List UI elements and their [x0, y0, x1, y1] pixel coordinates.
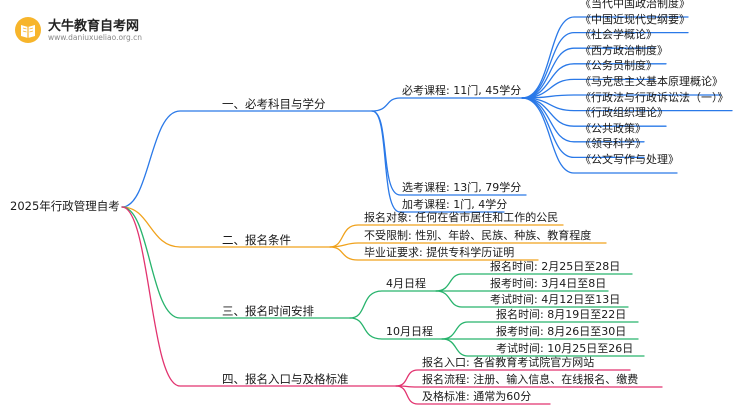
passing-standard: 及格标准: 通常为60分 — [422, 390, 532, 403]
connector-course-10 — [521, 97, 678, 174]
april-exam: 考试时间: 4月12日至13日 — [490, 293, 621, 306]
october-exam: 考试时间: 10月25日至26日 — [496, 342, 634, 355]
connector-b3-october — [349, 317, 443, 340]
logo-url: www.daniuxueli​ao.org.cn — [48, 33, 143, 42]
branch-required-subjects: 一、必考科目与学分 — [222, 97, 326, 111]
registration-process: 报名流程: 注册、输入信息、在线报名、缴费 — [422, 373, 639, 386]
branch-schedule: 三、报名时间安排 — [222, 304, 314, 318]
connector-root-b2 — [121, 206, 331, 248]
connector-october-3 — [441, 338, 645, 357]
connector-b2-item3 — [329, 246, 539, 261]
connector-b1-required — [371, 97, 523, 112]
connector-course-0 — [521, 16, 689, 99]
logo-book-icon — [15, 17, 41, 43]
course-item: 《西方政治制度》 — [580, 43, 668, 57]
course-item: 《行政组织理论》 — [580, 106, 668, 120]
course-item: 《领导科学》 — [580, 137, 646, 151]
site-logo: 大牛教育自考网 www.daniuxueli​ao.org.cn — [14, 14, 204, 48]
required-courses-node: 必考课程: 11门, 45学分 — [402, 84, 522, 97]
connector-course-2 — [521, 47, 656, 99]
course-item: 《马克思主义基本原理概论》 — [580, 75, 723, 88]
april-application: 报考时间: 3月4日至8日 — [490, 277, 607, 290]
connector-root-b4 — [121, 206, 397, 387]
course-item: 《公文写作与处理》 — [580, 153, 679, 166]
elective-courses-node: 选考课程: 13门, 79学分 — [402, 181, 522, 194]
course-item: 《当代中国政治制度》 — [580, 0, 690, 10]
october-application: 报考时间: 8月26日至30日 — [496, 325, 627, 338]
extra-courses-node: 加考课程: 1门, 4学分 — [402, 198, 508, 211]
april-schedule-node: 4月日程 — [386, 277, 426, 290]
connector-courses — [521, 16, 733, 174]
connector-root-b3 — [121, 206, 351, 319]
condition-target: 报名对象: 任何在省市居住和工作的公民 — [364, 211, 559, 224]
connector-course-3 — [521, 63, 667, 99]
course-item: 《行政法与行政诉讼法（一）》 — [580, 90, 729, 104]
branch-entry-and-passing: 四、报名入口与及格标准 — [222, 372, 349, 386]
logo-title: 大牛教育自考网 — [48, 19, 140, 34]
connector-root-b1 — [121, 110, 373, 208]
course-item: 《中国近现代史纲要》 — [580, 12, 690, 26]
condition-unrestricted: 不受限制: 性别、年龄、民族、种族、教育程度 — [364, 229, 592, 242]
connector-course-1 — [521, 31, 689, 99]
connector-april-3 — [435, 290, 629, 308]
october-schedule-node: 10月日程 — [386, 325, 433, 338]
connector-b3-april — [349, 290, 437, 319]
branch-registration-conditions: 二、报名条件 — [222, 233, 291, 247]
april-registration: 报名时间: 2月25日至28日 — [490, 260, 621, 273]
course-item: 《公务员制度》 — [580, 59, 657, 73]
connector-b1-extra — [371, 110, 505, 213]
october-registration: 报名时间: 8月19日至22日 — [496, 308, 627, 321]
condition-diploma: 毕业证要求: 提供专科学历证明 — [364, 246, 515, 259]
root-topic: 2025年行政管理自考 — [10, 199, 120, 213]
entry-portal: 报名入口: 各省教育考试院官方网站 — [422, 356, 595, 369]
connector-b4-item3 — [395, 385, 551, 405]
course-item: 《公共政策》 — [580, 121, 646, 135]
course-item: 《社会学概论》 — [580, 28, 657, 42]
